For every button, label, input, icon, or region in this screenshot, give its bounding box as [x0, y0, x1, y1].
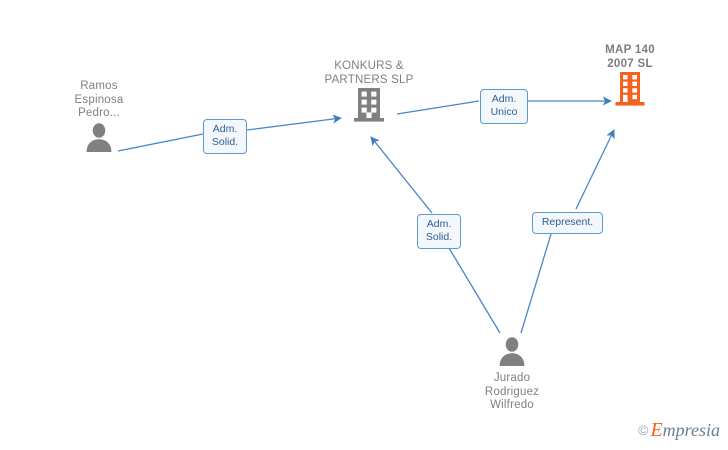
node-label-konkurs: KONKURS & PARTNERS SLP — [324, 60, 414, 86]
edge-line-konkurs-to-label — [396, 100, 480, 115]
person-icon — [54, 121, 144, 158]
edge-line-label-represent-to-map140 — [575, 129, 615, 210]
edge-line-jurado-to-label-solid — [448, 247, 501, 334]
watermark-brand-rest: mpresia — [662, 420, 720, 440]
edge-line-label-to-konkurs — [246, 114, 342, 131]
company-building-icon — [304, 87, 434, 128]
edge-line-jurado-to-label-represent — [520, 233, 552, 334]
company-building-icon-highlight — [572, 71, 688, 112]
watermark-empresia: ©Empresia — [638, 419, 720, 442]
edge-line-ramos-to-label — [117, 133, 204, 152]
edge-label-adm-unico-konkurs-map140[interactable]: Adm. Unico — [480, 89, 528, 124]
node-label-map140: MAP 140 2007 SL — [605, 44, 655, 70]
node-person-ramos-espinosa-pedro[interactable]: Ramos Espinosa Pedro... — [54, 80, 144, 158]
node-company-konkurs-partners-slp[interactable]: KONKURS & PARTNERS SLP — [304, 60, 434, 128]
copyright-icon: © — [638, 422, 649, 438]
person-icon — [466, 335, 558, 372]
edge-label-adm-solid-ramos-konkurs[interactable]: Adm. Solid. — [203, 119, 247, 154]
node-company-map-140-2007-sl[interactable]: MAP 140 2007 SL — [572, 44, 688, 112]
node-label-jurado: Jurado Rodriguez Wilfredo — [484, 372, 540, 411]
node-label-ramos: Ramos Espinosa Pedro... — [74, 80, 124, 119]
edge-line-label-solid-to-konkurs — [370, 136, 433, 214]
edge-label-adm-solid-jurado-konkurs[interactable]: Adm. Solid. — [417, 214, 461, 249]
node-person-jurado-rodriguez-wilfredo[interactable]: Jurado Rodriguez Wilfredo — [466, 335, 558, 413]
edge-label-represent-jurado-map140[interactable]: Represent. — [532, 212, 603, 234]
watermark-brand-initial: E — [650, 419, 663, 441]
